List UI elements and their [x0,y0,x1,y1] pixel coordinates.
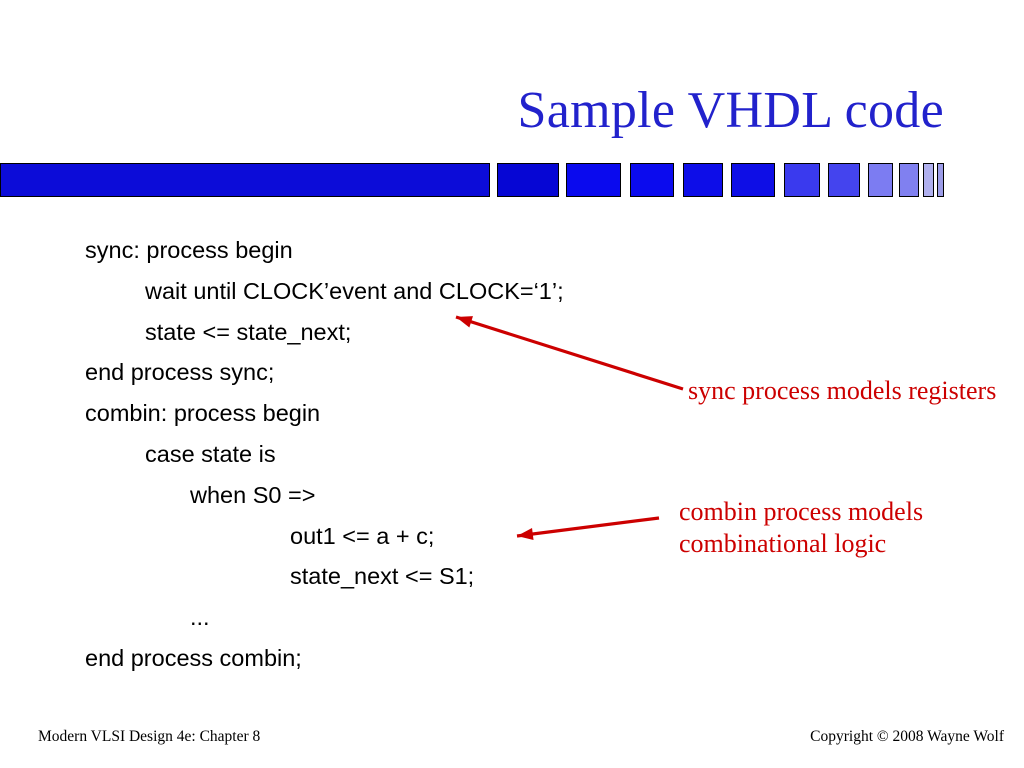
deco-block [566,163,621,197]
vhdl-code-listing: sync: process begin wait until CLOCK’even… [0,230,700,679]
code-line: state <= state_next; [145,318,352,345]
deco-block [630,163,674,197]
deco-block [899,163,919,197]
deco-block [828,163,860,197]
deco-block [731,163,775,197]
deco-block [868,163,893,197]
code-line: end process sync; [85,359,275,386]
page-title: Sample VHDL code [517,82,944,139]
callout-sync-process: sync process models registers [688,376,997,405]
deco-block [784,163,820,197]
code-line: sync: process begin [85,237,293,263]
code-line: end process combin; [85,644,302,671]
code-line: out1 <= a + c; [290,522,435,549]
code-line: wait until CLOCK’event and CLOCK=‘1’; [145,277,564,304]
footer-right-text: Copyright © 2008 Wayne Wolf [810,728,1004,745]
deco-block [683,163,723,197]
code-line: combin: process begin [85,400,321,427]
deco-block [937,163,944,197]
code-line: case state is [145,440,276,467]
deco-block [923,163,934,197]
code-line: when S0 => [190,481,316,508]
footer-left-text: Modern VLSI Design 4e: Chapter 8 [38,728,261,745]
deco-block [497,163,559,197]
deco-block [0,163,490,197]
code-line: ... [190,604,210,631]
callout-combin-process: combin process models combinational logi… [679,497,924,558]
decorative-block-bar [0,163,944,197]
code-line: state_next <= S1; [290,563,475,590]
